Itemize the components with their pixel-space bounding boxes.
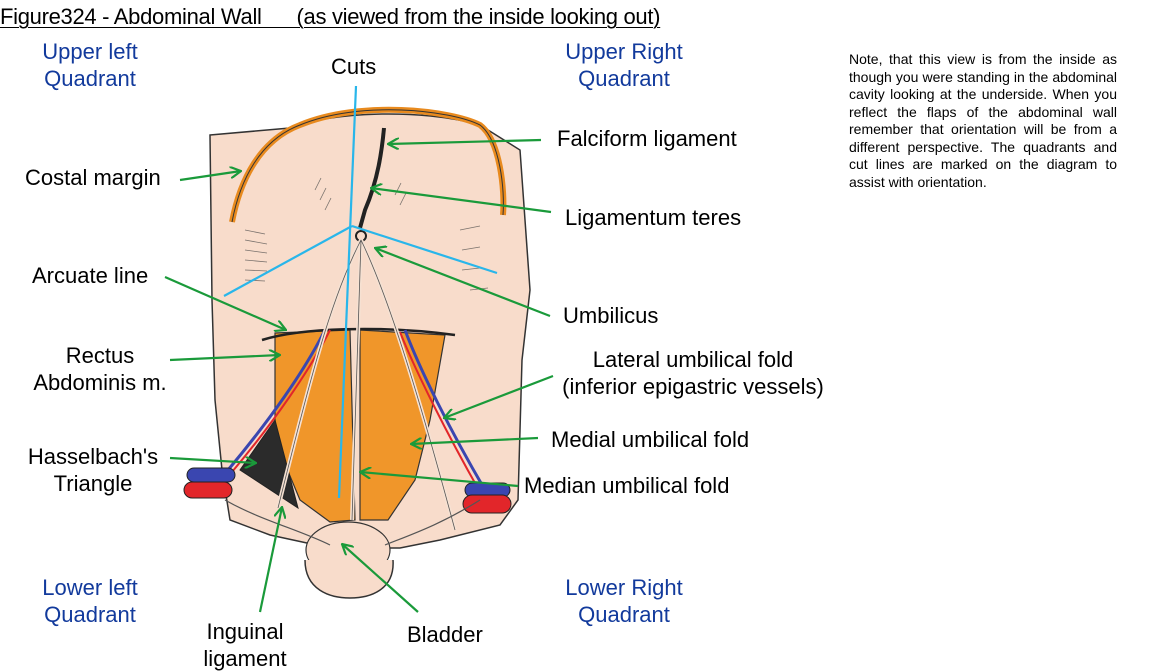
label-line: (inferior epigastric vessels)	[562, 374, 824, 399]
quadrant-line: Upper Right	[565, 39, 683, 64]
arrow-median-fold	[360, 472, 519, 488]
iliac-artery-right	[462, 494, 512, 514]
inferior-epigastric-right	[403, 329, 487, 491]
pointer-arrows	[164, 140, 554, 613]
cut-line-left	[223, 225, 353, 297]
label-median-umbilical-fold: Median umbilical fold	[524, 473, 730, 498]
label-costal-margin: Costal margin	[25, 165, 161, 190]
quadrant-line: Quadrant	[578, 602, 670, 627]
cut-line-vertical	[337, 85, 358, 499]
quadrant-line: Lower left	[42, 575, 138, 600]
arrow-ligamentum-teres	[371, 188, 552, 214]
label-line: Triangle	[53, 471, 133, 496]
orientation-note: Note, that this view is from the inside …	[849, 51, 1117, 190]
iliac-vein-left	[186, 467, 236, 483]
falciform-ligament	[358, 127, 386, 229]
label-arcuate-line: Arcuate line	[32, 263, 149, 288]
hatching	[244, 177, 489, 291]
arrow-arcuate-line	[164, 275, 286, 330]
arrow-umbilicus	[375, 248, 551, 318]
arrow-falciform	[388, 140, 542, 144]
quadrant-upper-left: Upper left Quadrant	[30, 38, 150, 92]
label-rectus-abdominis: Rectus Abdominis m.	[28, 342, 172, 396]
label-line: Rectus	[65, 343, 135, 368]
arrow-inguinal	[258, 507, 282, 613]
cut-lines	[223, 85, 498, 499]
iliac-artery-left	[183, 481, 233, 499]
figure-title: Figure324 - Abdominal Wall (as viewed fr…	[0, 4, 661, 29]
label-line: Inguinal	[206, 619, 284, 644]
arrow-medial-fold	[411, 436, 539, 444]
inferior-epigastric-left	[226, 329, 327, 471]
quadrant-line: Quadrant	[44, 602, 136, 627]
arrow-lateral-fold	[444, 374, 554, 418]
label-hasselbach-triangle: Hasselbach's Triangle	[22, 443, 164, 497]
label-inguinal-ligament: Inguinal ligament	[195, 618, 295, 672]
quadrant-line: Quadrant	[44, 66, 136, 91]
quadrant-lower-left: Lower left Quadrant	[30, 574, 150, 628]
label-umbilicus: Umbilicus	[563, 303, 659, 328]
cut-line-right	[351, 224, 498, 275]
label-lateral-umbilical-fold: Lateral umbilical fold (inferior epigast…	[552, 346, 834, 400]
quadrant-line: Lower Right	[565, 575, 683, 600]
arrow-costal-margin	[179, 171, 241, 182]
quadrant-upper-right: Upper Right Quadrant	[550, 38, 698, 92]
arrow-bladder	[342, 544, 419, 613]
label-falciform-ligament: Falciform ligament	[557, 126, 737, 151]
label-ligamentum-teres: Ligamentum teres	[565, 205, 742, 230]
arcuate-line-curve	[261, 327, 456, 342]
label-bladder: Bladder	[407, 622, 483, 647]
label-line: ligament	[203, 646, 287, 671]
label-medial-umbilical-fold: Medial umbilical fold	[551, 427, 750, 452]
label-line: Lateral umbilical fold	[592, 347, 794, 372]
quadrant-line: Quadrant	[578, 66, 670, 91]
umbilicus	[355, 230, 367, 242]
label-line: Abdominis m.	[33, 370, 167, 395]
quadrant-line: Upper left	[42, 39, 138, 64]
arrow-rectus	[169, 355, 280, 360]
arrow-hasselbach	[169, 458, 256, 463]
label-line: Hasselbach's	[27, 444, 159, 469]
label-cuts: Cuts	[331, 54, 377, 79]
quadrant-lower-right: Lower Right Quadrant	[550, 574, 698, 628]
